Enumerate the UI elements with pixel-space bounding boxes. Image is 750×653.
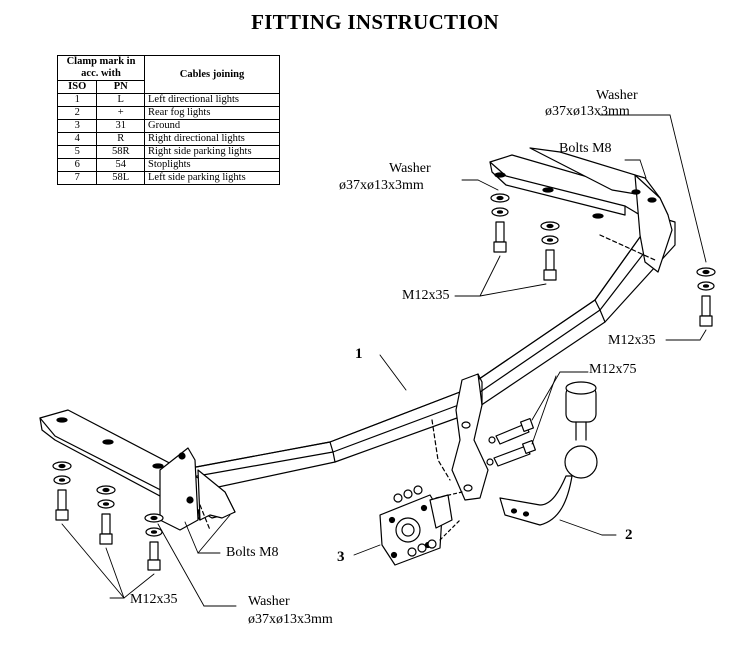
washer-label-bottom: Washer (248, 594, 290, 609)
bolts-m12x75 (487, 419, 535, 466)
tow-ball (500, 382, 597, 525)
bolt-label-right: M12x35 (608, 333, 656, 348)
legend-row: 7 58L Left side parking lights (56, 171, 280, 185)
washer-dim-middle: ø37xø13x3mm (339, 178, 424, 193)
legend-cable: Left side parking lights (144, 171, 280, 185)
washer-dim-top-right: ø37xø13x3mm (545, 104, 630, 119)
bolts-bottom-left (53, 462, 163, 570)
cable-legend-table: Clamp mark in acc. with Cables joining I… (56, 55, 280, 185)
page-title: FITTING INSTRUCTION (251, 10, 499, 34)
left-side-bracket (40, 410, 235, 530)
bolt-label-middle: M12x35 (402, 288, 450, 303)
bolt-label-bottom-left: M12x35 (130, 592, 178, 607)
part-number-crossbar: 1 (355, 346, 363, 362)
legend-pn: 58L (96, 171, 145, 185)
bolt-label-ball: M12x75 (589, 362, 637, 377)
centre-drop-bracket (432, 374, 488, 500)
legend-header-cables: Cables joining (144, 55, 280, 94)
bolts-top-right (697, 268, 715, 326)
part-number-socket-plate: 3 (337, 549, 345, 565)
part-number-tow-ball: 2 (625, 527, 633, 543)
legend-iso: 7 (56, 171, 98, 185)
legend-row: 1 L Left directional lights (56, 93, 280, 107)
washer-dim-bottom: ø37xø13x3mm (248, 612, 333, 627)
socket-plate (380, 486, 462, 565)
legend-header-clamp: Clamp mark in acc. with (57, 55, 145, 81)
bolts-m8-label-top: Bolts M8 (559, 141, 612, 156)
legend-row: 4 R Right directional lights (56, 132, 280, 146)
washer-label-middle: Washer (389, 161, 431, 176)
washer-label-top-right: Washer (596, 88, 638, 103)
bolts-m8-label-bottom: Bolts M8 (226, 545, 279, 560)
bolts-top-middle (491, 194, 559, 280)
right-side-bracket (490, 148, 672, 272)
leader-lines (62, 115, 706, 606)
